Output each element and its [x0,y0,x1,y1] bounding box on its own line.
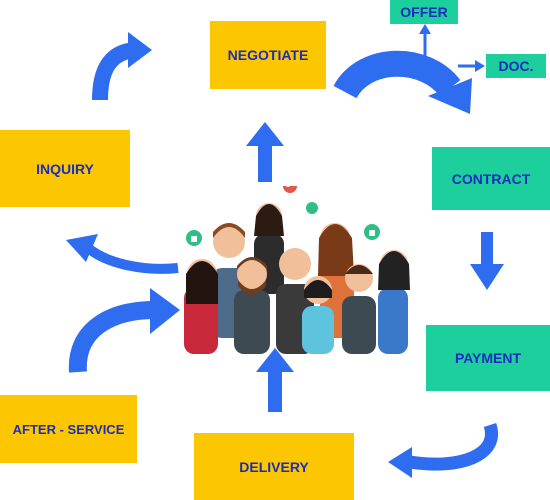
people-group-illustration [184,186,410,354]
delivery-label: DELIVERY [239,458,309,475]
negotiate-label: NEGOTIATE [227,47,309,63]
arrow-contract-to-payment-head [470,264,504,290]
heart-icon [283,186,297,193]
arrow-after-service-to-center-head [150,288,180,334]
after-service-box: AFTER - SERVICE [0,395,137,463]
arrow-center-to-inquiry-head [66,234,98,262]
thumbs-up-icon [186,230,202,246]
contract-box: CONTRACT [432,147,550,210]
arrow-center-to-inquiry [84,243,179,274]
person [342,264,376,354]
person [234,257,270,354]
arrow-payment-to-delivery-head [388,447,412,478]
arrow-delivery-to-center [268,370,282,412]
payment-box: PAYMENT [426,325,550,391]
thumbs-up-icon [306,202,318,214]
inquiry-label: INQUIRY [36,160,94,177]
arrow-negotiate-to-contract-head [428,78,472,114]
thumbs-up-icon [364,224,380,240]
delivery-box: DELIVERY [194,433,354,500]
arrow-inquiry-to-negotiate-head [128,32,152,68]
inquiry-box: INQUIRY [0,130,130,207]
offer-box: OFFER [390,0,458,24]
arrow-center-to-negotiate [258,144,272,182]
negotiate-box: NEGOTIATE [210,21,326,89]
arrow-center-to-negotiate-head [246,122,284,146]
person [302,276,334,354]
arrow-negotiate-to-contract [333,50,461,100]
person [378,250,410,354]
person [184,259,218,354]
payment-label: PAYMENT [454,350,522,366]
doc-box: DOC. [486,54,546,78]
contract-label: CONTRACT [451,170,531,187]
offer-label: OFFER [400,4,448,20]
arrow-delivery-to-center-head [256,348,294,372]
arrow-offer-branch-head [419,24,431,34]
arrow-contract-to-payment [481,232,493,266]
arrow-after-service-to-center [68,301,156,373]
after-service-label: AFTER - SERVICE [12,421,125,437]
doc-label: DOC. [498,58,534,74]
arrow-payment-to-delivery [408,422,498,471]
arrow-doc-branch-head [475,60,485,72]
